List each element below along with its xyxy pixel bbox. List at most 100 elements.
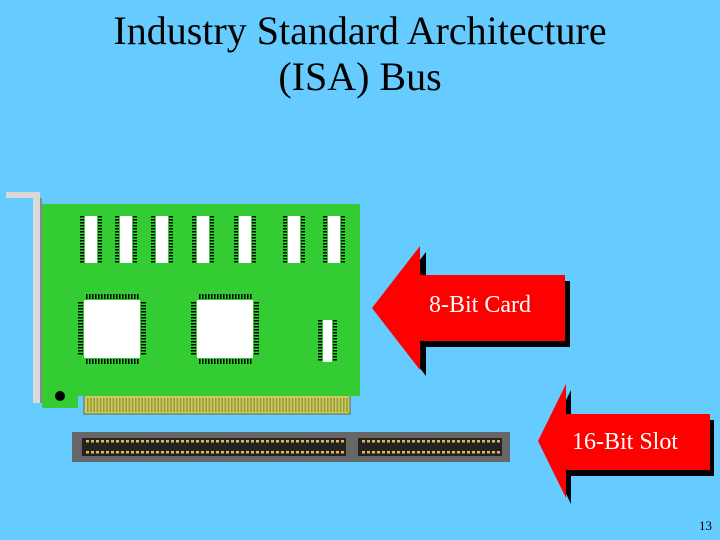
edge-pin — [221, 398, 223, 412]
edge-pin — [215, 398, 217, 412]
edge-pin — [202, 398, 204, 412]
edge-pin — [189, 398, 191, 412]
edge-pin — [205, 398, 207, 412]
edge-pin — [307, 398, 310, 412]
edge-pin — [195, 398, 198, 412]
edge-pin — [320, 398, 323, 412]
edge-pin — [311, 398, 313, 412]
edge-pin — [160, 398, 163, 412]
edge-pin — [266, 398, 268, 412]
edge-pin — [192, 398, 195, 412]
edge-pin — [115, 398, 118, 412]
edge-pin — [314, 398, 316, 412]
edge-pin — [339, 398, 342, 412]
edge-pin — [269, 398, 271, 412]
edge-pin — [298, 398, 300, 412]
edge-pin — [237, 398, 239, 412]
bus-slot-icon — [72, 432, 510, 462]
edge-pin — [208, 398, 211, 412]
edge-pin — [125, 398, 127, 412]
edge-pin — [144, 398, 147, 412]
edge-pin — [163, 398, 166, 412]
edge-pin — [151, 398, 153, 412]
title-line-2: (ISA) Bus — [278, 54, 442, 99]
memory-chip — [318, 320, 337, 362]
memory-chip — [151, 216, 173, 263]
edge-pin — [122, 398, 124, 412]
edge-pin — [157, 398, 159, 412]
edge-pin — [304, 398, 307, 412]
edge-pin — [330, 398, 332, 412]
slot-arrow — [538, 384, 710, 498]
edge-pin — [240, 398, 243, 412]
edge-pin — [227, 398, 230, 412]
edge-pin — [291, 398, 294, 412]
edge-pin — [224, 398, 227, 412]
memory-chip — [323, 216, 345, 263]
slide-title: Industry Standard Architecture (ISA) Bus — [0, 8, 720, 100]
edge-pin — [247, 398, 249, 412]
memory-chip — [234, 216, 256, 263]
edge-pin — [301, 398, 303, 412]
edge-pin — [285, 398, 287, 412]
title-line-1: Industry Standard Architecture — [113, 8, 607, 53]
processor-chip — [191, 294, 259, 364]
edge-pin — [234, 398, 236, 412]
page-number: 13 — [699, 518, 712, 533]
edge-pin — [93, 398, 95, 412]
edge-pin — [154, 398, 156, 412]
left-arrow-icon — [372, 246, 570, 376]
edge-pin — [109, 398, 111, 412]
card-edge-connector — [83, 393, 351, 415]
edge-pin — [253, 398, 255, 412]
edge-pin — [112, 398, 115, 412]
edge-pin — [170, 398, 172, 412]
edge-pin — [147, 398, 150, 412]
edge-pin — [333, 398, 335, 412]
card-label: 8-Bit Card — [429, 292, 531, 318]
edge-pin — [259, 398, 262, 412]
edge-pin — [128, 398, 131, 412]
edge-pin — [275, 398, 278, 412]
edge-pin — [183, 398, 185, 412]
edge-pin — [176, 398, 179, 412]
memory-chip — [192, 216, 214, 263]
edge-pin — [343, 398, 345, 412]
edge-pin — [279, 398, 281, 412]
edge-pin — [263, 398, 265, 412]
memory-chip — [80, 216, 102, 263]
edge-pin — [167, 398, 169, 412]
left-arrow-icon — [538, 384, 714, 504]
edge-pin — [106, 398, 108, 412]
edge-pin — [256, 398, 259, 412]
mounting-bracket — [6, 192, 42, 403]
edge-pin — [282, 398, 284, 412]
edge-pin — [173, 398, 175, 412]
edge-pin — [138, 398, 140, 412]
edge-pin — [179, 398, 182, 412]
edge-pin — [135, 398, 137, 412]
card-arrow — [372, 246, 565, 370]
edge-pin — [119, 398, 121, 412]
edge-pin — [99, 398, 102, 412]
processor-chips — [78, 294, 259, 364]
edge-pin — [231, 398, 233, 412]
memory-chips — [80, 216, 345, 362]
edge-pin — [96, 398, 99, 412]
edge-pin — [243, 398, 246, 412]
edge-connector-pins — [87, 398, 348, 412]
edge-pin — [317, 398, 319, 412]
edge-pin — [131, 398, 134, 412]
edge-pin — [346, 398, 348, 412]
memory-chip — [115, 216, 137, 263]
expansion-card-icon — [42, 204, 360, 415]
edge-pin — [323, 398, 326, 412]
edge-pin — [141, 398, 143, 412]
edge-pin — [87, 398, 89, 412]
edge-pin — [250, 398, 252, 412]
edge-pin — [186, 398, 188, 412]
edge-pin — [272, 398, 275, 412]
edge-pin — [288, 398, 291, 412]
edge-pin — [90, 398, 92, 412]
edge-pin — [218, 398, 220, 412]
